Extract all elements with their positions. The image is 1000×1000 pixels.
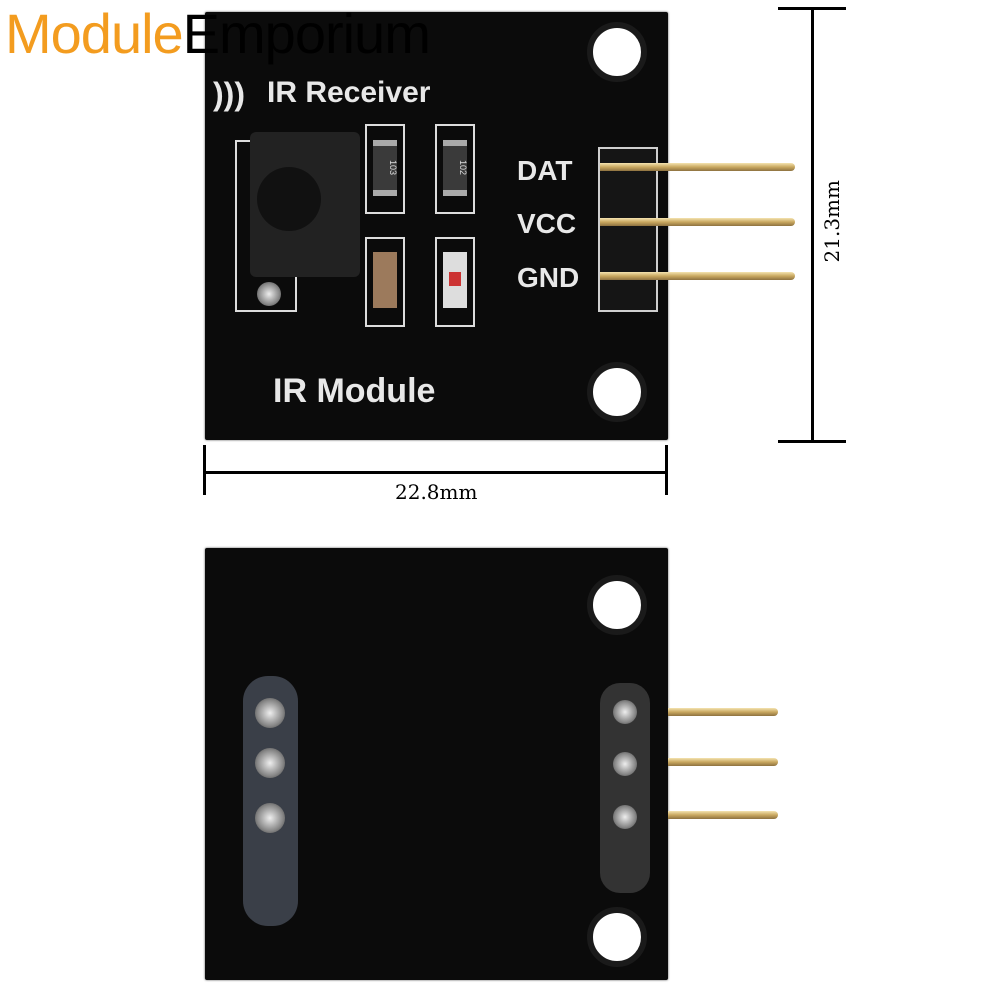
board-title: IR Receiver (267, 76, 431, 109)
solder-joint (255, 698, 285, 728)
watermark-logo: ModuleEmporium (5, 6, 431, 62)
header-pin (668, 708, 778, 716)
pin-label-dat: DAT (517, 155, 573, 186)
height-label: 21.3mm (820, 180, 844, 263)
header-pin (600, 218, 795, 226)
board-label: IR Module (273, 372, 436, 410)
dimension-tick (665, 445, 668, 495)
resistor-103: 103 (373, 140, 398, 196)
component-outline (435, 124, 475, 214)
ir-wave-icon: ))) (213, 76, 245, 112)
mount-hole (587, 575, 647, 635)
height-dimension-line (811, 8, 814, 440)
solder-joint (613, 700, 637, 724)
width-label: 22.8mm (395, 480, 478, 504)
component-outline (365, 237, 405, 327)
resistor-102: 102 (443, 140, 468, 196)
header-pin (600, 163, 795, 171)
capacitor (373, 252, 397, 308)
component-outline (365, 124, 405, 214)
mount-hole (587, 362, 647, 422)
dimension-tick (778, 7, 846, 10)
watermark-part2: Emporium (182, 2, 431, 65)
solder-pad (257, 282, 281, 306)
mount-hole (587, 22, 647, 82)
header-pin (600, 272, 795, 280)
pin-label-gnd: GND (517, 262, 580, 293)
front-board: ))) IR Receiver 103 102 DAT VCC GND IR M… (205, 12, 668, 440)
solder-joint (255, 803, 285, 833)
width-dimension-line (205, 471, 665, 474)
pin-label-vcc: VCC (517, 208, 577, 239)
component-outline (435, 237, 475, 327)
led (443, 252, 467, 308)
mount-hole (587, 907, 647, 967)
header-pin (668, 811, 778, 819)
solder-joint (255, 748, 285, 778)
header-pin (668, 758, 778, 766)
solder-joint (613, 805, 637, 829)
back-board (205, 548, 668, 980)
ir-lens (257, 167, 321, 231)
dimension-tick (203, 445, 206, 495)
pin-header (598, 147, 658, 312)
watermark-part1: Module (5, 2, 184, 65)
solder-joint (613, 752, 637, 776)
dimension-tick (778, 440, 846, 443)
